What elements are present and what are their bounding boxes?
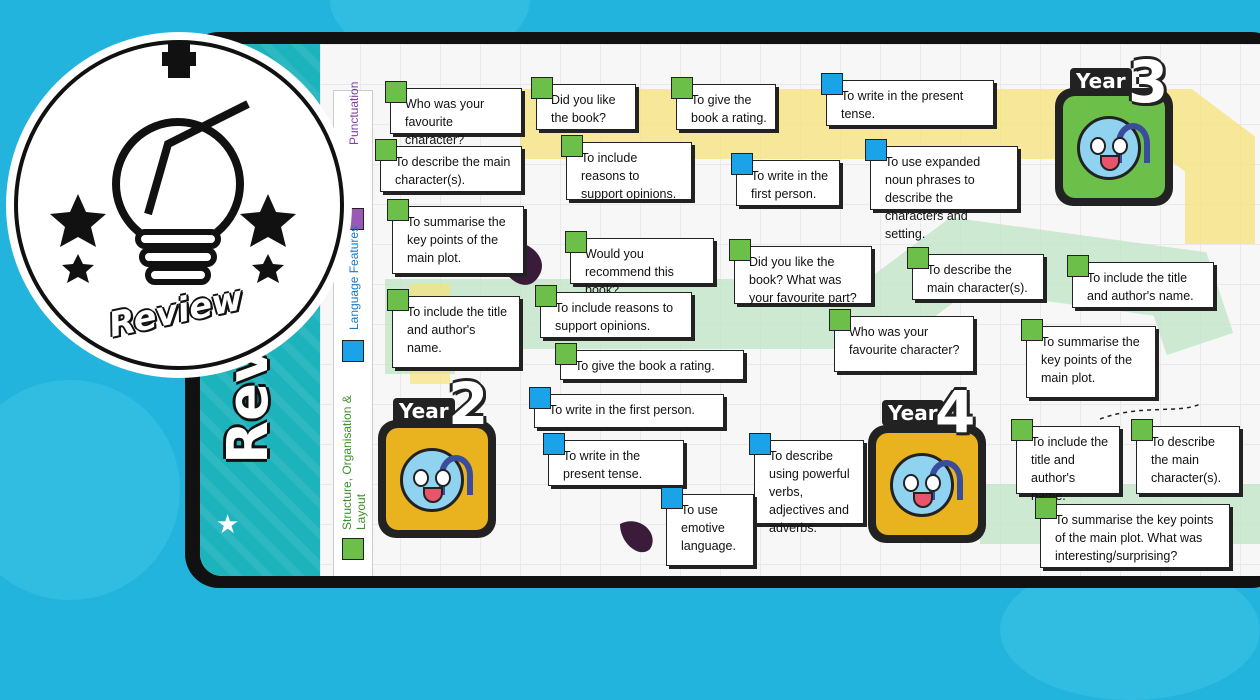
year-3-label: Year [1070, 68, 1132, 94]
objective-card: Who was your favourite character? [385, 81, 522, 147]
objective-card: To give the book a rating. [671, 77, 776, 130]
category-square [555, 343, 577, 365]
objective-card: To give the book a rating. [555, 343, 744, 380]
objective-card: To use expanded noun phrases to describe… [865, 139, 1018, 241]
category-square [821, 73, 843, 95]
legend-swatch-structure [342, 538, 364, 560]
objective-card: To describe using powerful verbs, adject… [749, 433, 864, 535]
category-square [565, 231, 587, 253]
year-4-badge [868, 425, 986, 543]
category-square [671, 77, 693, 99]
card-text: To give the book a rating. [691, 93, 767, 125]
category-square [1021, 319, 1043, 341]
legend-swatch-language [342, 340, 364, 362]
card-text: To write in the present tense. [841, 89, 964, 121]
objective-card: To describe the main character(s). [375, 139, 522, 192]
year-2-number: 2 [448, 370, 489, 438]
card-text: To describe the main character(s). [395, 155, 511, 187]
category-square [1067, 255, 1089, 277]
objective-card: Who was your favourite character? [829, 309, 974, 372]
year-3-badge [1055, 88, 1173, 206]
card-text: To use expanded noun phrases to describe… [885, 155, 981, 241]
card-text: To write in the present tense. [563, 449, 643, 481]
card-text: To describe using powerful verbs, adject… [769, 449, 850, 535]
objective-card: Would you recommend this book? [565, 231, 714, 297]
category-square [661, 487, 683, 509]
objective-card: Did you like the book? [531, 77, 636, 130]
category-square [829, 309, 851, 331]
legend-label-structure: Structure, Organisation & Layout [340, 395, 368, 530]
category-square [543, 433, 565, 455]
objective-card: To include the title and author's name. [387, 289, 520, 368]
card-text: To include the title and author's name. [1087, 271, 1194, 303]
year-2-badge [378, 420, 496, 538]
mascot-icon [890, 453, 963, 517]
card-text: Did you like the book? What was your fav… [749, 255, 857, 305]
objective-card: To summarise the key points of the main … [1021, 319, 1156, 398]
category-square [387, 289, 409, 311]
category-square [907, 247, 929, 269]
card-text: Did you like the book? [551, 93, 616, 125]
card-text: To use emotive language. [681, 503, 736, 553]
category-square [561, 135, 583, 157]
objective-card: To describe the main character(s). [907, 247, 1044, 300]
category-square [531, 77, 553, 99]
category-square [731, 153, 753, 175]
category-square [1131, 419, 1153, 441]
category-square [375, 139, 397, 161]
star-icon: ★ [216, 510, 240, 540]
objective-card: Did you like the book? What was your fav… [729, 239, 872, 305]
objective-card: To include the title and author's name. [1067, 255, 1214, 308]
card-text: To include the title and author's name. [1031, 435, 1109, 503]
legend-label-language: Language Features [347, 225, 361, 330]
review-badge [14, 40, 344, 370]
card-text: Who was your favourite character? [405, 97, 485, 147]
category-square [729, 239, 751, 261]
card-text: To summarise the key points of the main … [1055, 513, 1214, 563]
card-text: To include reasons to support opinions. [581, 151, 677, 201]
year-4-number: 4 [935, 378, 976, 446]
objective-card: To include the title and author's name. [1011, 419, 1120, 503]
year-3-number: 3 [1128, 48, 1169, 116]
lightbulb-icon [50, 44, 296, 285]
mascot-icon [400, 448, 473, 512]
dashed-trail [1099, 403, 1201, 420]
objective-card: To summarise the key points of the main … [387, 199, 524, 274]
year-2-label: Year [393, 398, 455, 424]
category-square [1011, 419, 1033, 441]
objective-card: To describe the main character(s). [1131, 419, 1240, 494]
objective-card: To use emotive language. [661, 487, 754, 566]
card-text: Who was your favourite character? [849, 325, 960, 357]
objective-card: To include reasons to support opinions. [535, 285, 692, 338]
background-blob [0, 380, 180, 600]
year-4-label: Year [882, 400, 944, 426]
category-square [749, 433, 771, 455]
card-text: To summarise the key points of the main … [1041, 335, 1140, 385]
splat-shape-2 [620, 521, 653, 553]
card-text: To include reasons to support opinions. [555, 301, 674, 333]
objective-card: To summarise the key points of the main … [1035, 497, 1230, 568]
card-text: To describe the main character(s). [927, 263, 1028, 295]
category-square [387, 199, 409, 221]
card-text: To summarise the key points of the main … [407, 215, 506, 265]
category-square [1035, 497, 1057, 519]
category-square [865, 139, 887, 161]
objective-card: To write in the first person. [731, 153, 840, 206]
card-text: To include the title and author's name. [407, 305, 508, 355]
card-text: To give the book a rating. [575, 359, 715, 373]
card-text: To write in the first person. [751, 169, 829, 201]
card-text: To describe the main character(s). [1151, 435, 1222, 485]
category-square [385, 81, 407, 103]
category-square [529, 387, 551, 409]
objective-card: To include reasons to support opinions. [561, 135, 692, 201]
objective-card: To write in the present tense. [821, 73, 994, 126]
mascot-icon [1077, 116, 1150, 180]
objective-card: To write in the present tense. [543, 433, 684, 486]
card-text: To write in the first person. [549, 403, 695, 417]
legend-label-punctuation: Punctuation [347, 81, 361, 145]
objective-card: To write in the first person. [529, 387, 724, 428]
category-square [535, 285, 557, 307]
